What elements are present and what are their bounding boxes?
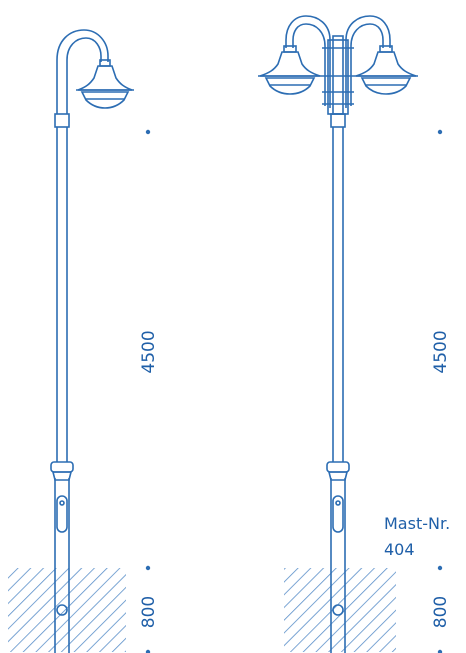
right-mast-upper [330, 113, 346, 462]
left-pole-assembly [8, 29, 134, 653]
left-lantern [76, 59, 134, 109]
right-height-label: 4500 [431, 330, 451, 373]
right-ground-hatch [284, 568, 396, 652]
right-base-bolt [332, 604, 344, 616]
right-pole-assembly [258, 15, 418, 653]
right-right-lantern [354, 45, 418, 95]
left-mast-upper [54, 113, 70, 462]
mast-number-label: Mast-Nr. [384, 514, 450, 533]
left-access-door [56, 495, 68, 533]
right-double-arm [285, 15, 391, 115]
right-depth-label: 800 [431, 596, 451, 628]
left-lamp-arm [56, 29, 109, 114]
left-bottom-dim-dot [145, 649, 151, 653]
right-ground-dim-dot [437, 565, 443, 571]
right-bottom-dim-dot [437, 649, 443, 653]
left-ground-dim-dot [145, 565, 151, 571]
right-left-lantern [258, 45, 322, 95]
right-mast-lower [326, 461, 350, 653]
left-top-dim-dot [145, 129, 151, 135]
left-mast-lower [50, 461, 74, 653]
right-access-door [332, 495, 344, 533]
mast-number-value: 404 [384, 540, 415, 559]
right-top-dim-dot [437, 129, 443, 135]
left-depth-label: 800 [139, 596, 159, 628]
left-height-label: 4500 [139, 330, 159, 373]
left-base-bolt [56, 604, 68, 616]
